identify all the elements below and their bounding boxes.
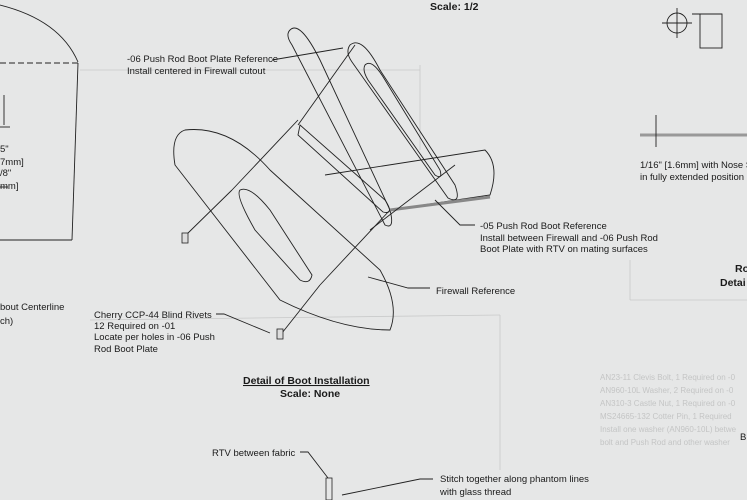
ghost-lines: AN23-11 Clevis Bolt, 1 Required on -0 AN… <box>80 65 747 470</box>
right-title: B <box>740 432 746 443</box>
boot-plate-callout: Install centered in Firewall cutout <box>127 66 266 77</box>
boot-callout: Install between Firewall and -06 Push Ro… <box>480 233 658 244</box>
fabric-seam <box>325 477 333 500</box>
boot-assembly <box>173 27 495 340</box>
svg-text:AN960-10L Washer, 2 Required o: AN960-10L Washer, 2 Required on -0 <box>600 386 734 395</box>
svg-text:bolt and Push Rod and other wa: bolt and Push Rod and other washer <box>600 438 730 447</box>
left-partial-view: 5" 7mm] /8" mm] bout Centerline ch) <box>0 4 79 327</box>
boot-callout: -05 Push Rod Boot Reference <box>480 221 607 232</box>
svg-text:AN310-3 Castle Nut, 1 Required: AN310-3 Castle Nut, 1 Required on -0 <box>600 399 736 408</box>
rivets-callout: Rod Boot Plate <box>94 344 158 355</box>
rtv-callout: RTV between fabric <box>212 448 296 459</box>
rivets-callout: Locate per holes in -06 Push <box>94 332 215 343</box>
svg-text:MS24665-132 Cotter Pin, 1 Requ: MS24665-132 Cotter Pin, 1 Required <box>600 412 732 421</box>
dimension-text: /8" <box>0 168 11 179</box>
rivets-callout: Cherry CCP-44 Blind Rivets <box>94 310 212 321</box>
right-title: Ro <box>735 263 747 275</box>
note-text: ch) <box>0 316 13 327</box>
firewall-callout: Firewall Reference <box>436 286 515 297</box>
nose-note: 1/16" [1.6mm] with Nose S <box>640 160 747 171</box>
detail-title: Detail of Boot Installation <box>243 375 370 387</box>
boot-plate-callout: -06 Push Rod Boot Plate Reference <box>127 54 278 65</box>
stitch-callout: Stitch together along phantom lines <box>440 474 589 485</box>
dimension-text: 7mm] <box>0 157 24 168</box>
nose-note: in fully extended position <box>640 172 744 183</box>
dimension-text: mm] <box>0 181 18 192</box>
rivet-icon <box>276 328 284 340</box>
top-right-detail: 1/16" [1.6mm] with Nose S in fully exten… <box>640 8 747 443</box>
detail-scale: Scale: None <box>280 388 340 400</box>
rivet-icon <box>181 232 189 244</box>
stitch-callout: with glass thread <box>439 487 511 498</box>
scale-label: Scale: 1/2 <box>430 1 479 13</box>
svg-text:AN23-11 Clevis Bolt, 1 Require: AN23-11 Clevis Bolt, 1 Required on -0 <box>600 373 736 382</box>
note-text: bout Centerline <box>0 302 64 313</box>
dimension-text: 5" <box>0 144 9 155</box>
boot-callout: Boot Plate with RTV on mating surfaces <box>480 244 648 255</box>
callouts: -06 Push Rod Boot Plate Reference Instal… <box>94 47 658 500</box>
right-title: Detai <box>720 277 746 289</box>
rivets-callout: 12 Required on -01 <box>94 321 175 332</box>
svg-text:Install one washer (AN960-10L): Install one washer (AN960-10L) betwe <box>600 425 737 434</box>
